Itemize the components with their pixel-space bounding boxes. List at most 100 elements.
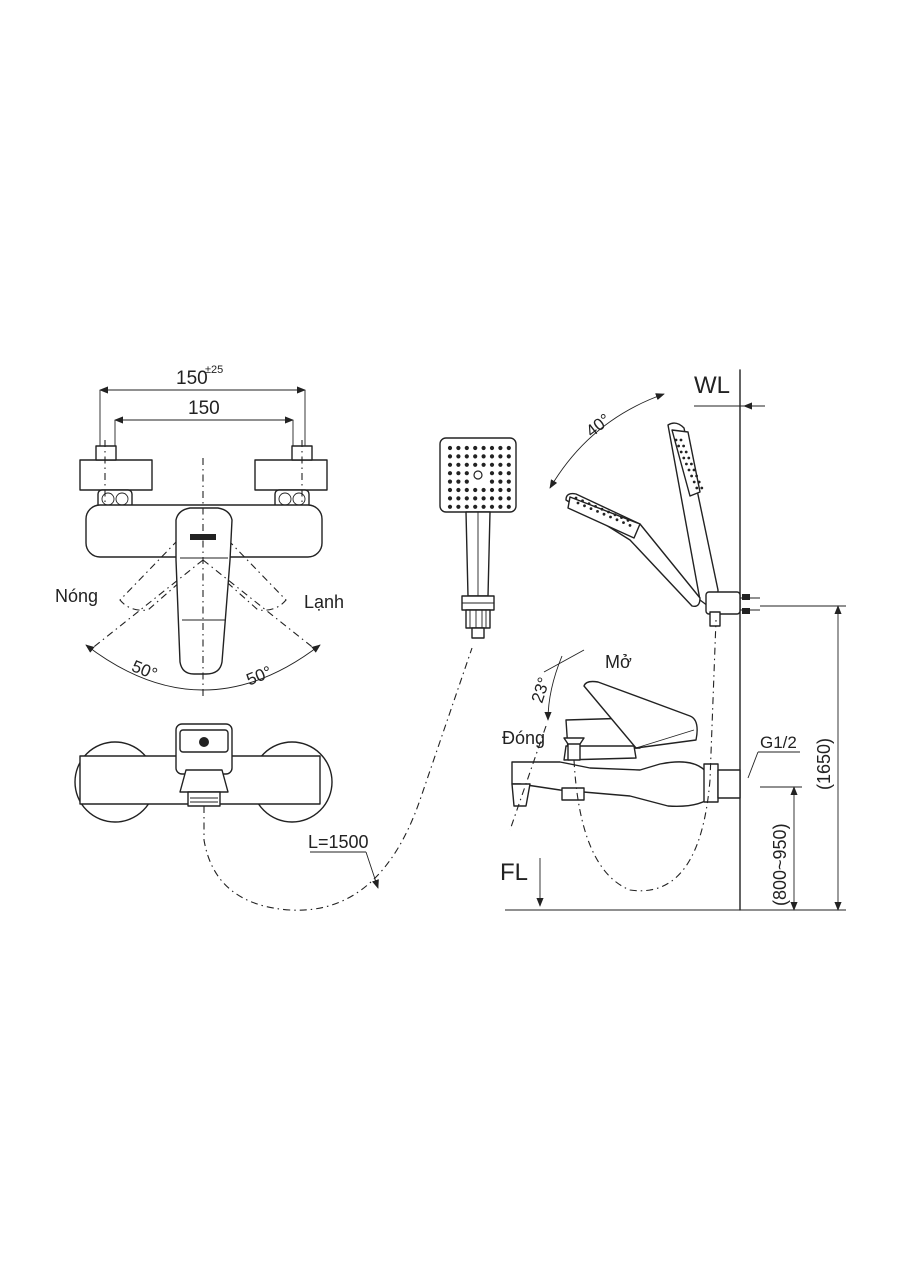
handset-nozzle (626, 519, 630, 522)
angle-right-label: 50° (244, 662, 275, 689)
handset-nozzle (682, 444, 685, 448)
height-range-label: (800~950) (770, 823, 790, 906)
hand-shower (439, 437, 517, 639)
handset-nozzle (622, 521, 625, 524)
nozzle-dot (481, 504, 486, 509)
angle-left-label: 50° (129, 657, 160, 684)
handset-nozzle (596, 510, 599, 513)
handset-nozzle (687, 456, 691, 460)
nozzle-dot (464, 445, 469, 451)
nozzle-dot (456, 496, 461, 501)
nozzle-dot (489, 454, 495, 459)
nozzle-dot (498, 471, 503, 476)
nozzle-dot (473, 496, 478, 501)
nozzle-dot (447, 471, 453, 476)
lever-angle-label: 23° (528, 675, 554, 705)
nozzle-dot (506, 462, 511, 467)
handset-nozzle (682, 456, 686, 460)
handset-nozzle (620, 516, 623, 519)
nozzle-dot (506, 445, 511, 451)
handset-nozzle (576, 501, 580, 505)
handset-nozzle (679, 450, 683, 454)
handset-nozzle (615, 518, 619, 522)
nozzle-dot (456, 479, 461, 484)
hot-label: Nóng (55, 586, 98, 606)
handset-nozzle (695, 474, 698, 478)
nozzle-dot (447, 445, 453, 451)
nozzle-dot (447, 504, 453, 509)
handset-nozzle (600, 507, 604, 511)
handset-nozzle (674, 438, 678, 442)
nozzle-dot (489, 487, 495, 493)
nozzle-dot (447, 462, 453, 467)
nozzle-dot (481, 487, 486, 493)
nozzle-dot (498, 445, 503, 451)
right-inlet (254, 445, 328, 509)
handset-nozzle (684, 450, 688, 454)
nozzle-dot (456, 471, 461, 476)
dimension-150-inner: 150 (114, 398, 294, 460)
nozzle-dot (489, 504, 495, 509)
handset-nozzle (594, 505, 597, 508)
height-total-label: (1650) (814, 738, 834, 790)
tilt-angle-label: 40° (582, 410, 614, 441)
nozzle-dot (464, 487, 469, 493)
handset-nozzle (587, 502, 591, 505)
nozzle-dot (456, 487, 461, 493)
handset-nozzle (697, 480, 701, 484)
handset-nozzle (609, 515, 612, 519)
handset-nozzle (692, 480, 696, 484)
nozzle-center (473, 470, 483, 480)
handle-rotated-left (119, 539, 206, 611)
dimension-150-outer: 150 ±25 (99, 364, 306, 470)
nozzle-dot (481, 454, 486, 459)
nozzle-dot (506, 487, 511, 493)
nozzle-dot (447, 454, 453, 459)
handset-nozzle (679, 438, 683, 442)
shower-nozzles (447, 445, 511, 509)
nozzle-dot (464, 454, 469, 459)
handset-nozzle (700, 486, 704, 490)
handset-nozzle (589, 507, 593, 510)
handset-nozzle (583, 504, 586, 508)
front-view: 150 ±25 150 (55, 364, 344, 700)
handset-nozzle (687, 468, 691, 472)
handset-nozzle (677, 444, 680, 448)
nozzle-dot (473, 487, 478, 493)
handset-upright (667, 422, 719, 607)
handset-nozzle (607, 510, 610, 514)
dim-outer-label: 150 (176, 368, 208, 389)
nozzle-dot (481, 445, 486, 451)
thread-label: G1/2 (760, 733, 797, 752)
nozzle-dot (464, 462, 469, 467)
nozzle-dot (489, 462, 495, 467)
cold-label: Lạnh (304, 592, 344, 612)
wall-bracket (705, 591, 760, 627)
nozzle-dot (464, 471, 469, 476)
nozzle-dot (489, 445, 495, 451)
side-view: WL FL 40° (1650) (500, 369, 846, 911)
nozzle-dot (498, 487, 503, 493)
nozzle-dot (498, 462, 503, 467)
close-label: Đóng (502, 728, 545, 748)
nozzle-dot (506, 479, 511, 484)
handle-rotated-right (201, 539, 287, 611)
nozzle-dot (456, 504, 461, 509)
handset-tilted (565, 492, 701, 608)
hose: L=1500 (203, 647, 473, 911)
handset-nozzle (692, 468, 696, 472)
dim-inner-label: 150 (188, 398, 220, 419)
nozzle-dot (506, 454, 511, 459)
wl-label: WL (694, 372, 730, 399)
nozzle-dot (489, 471, 495, 476)
nozzle-dot (447, 496, 453, 501)
nozzle-dot (473, 454, 478, 459)
nozzle-dot (447, 479, 453, 484)
left-inlet (79, 445, 153, 509)
handset-nozzle (628, 524, 632, 527)
hose-length-label: L=1500 (308, 832, 369, 852)
nozzle-dot (489, 479, 495, 484)
handset-nozzle (574, 496, 578, 500)
nozzle-dot (456, 454, 461, 459)
dim-outer-tolerance: ±25 (205, 364, 223, 376)
